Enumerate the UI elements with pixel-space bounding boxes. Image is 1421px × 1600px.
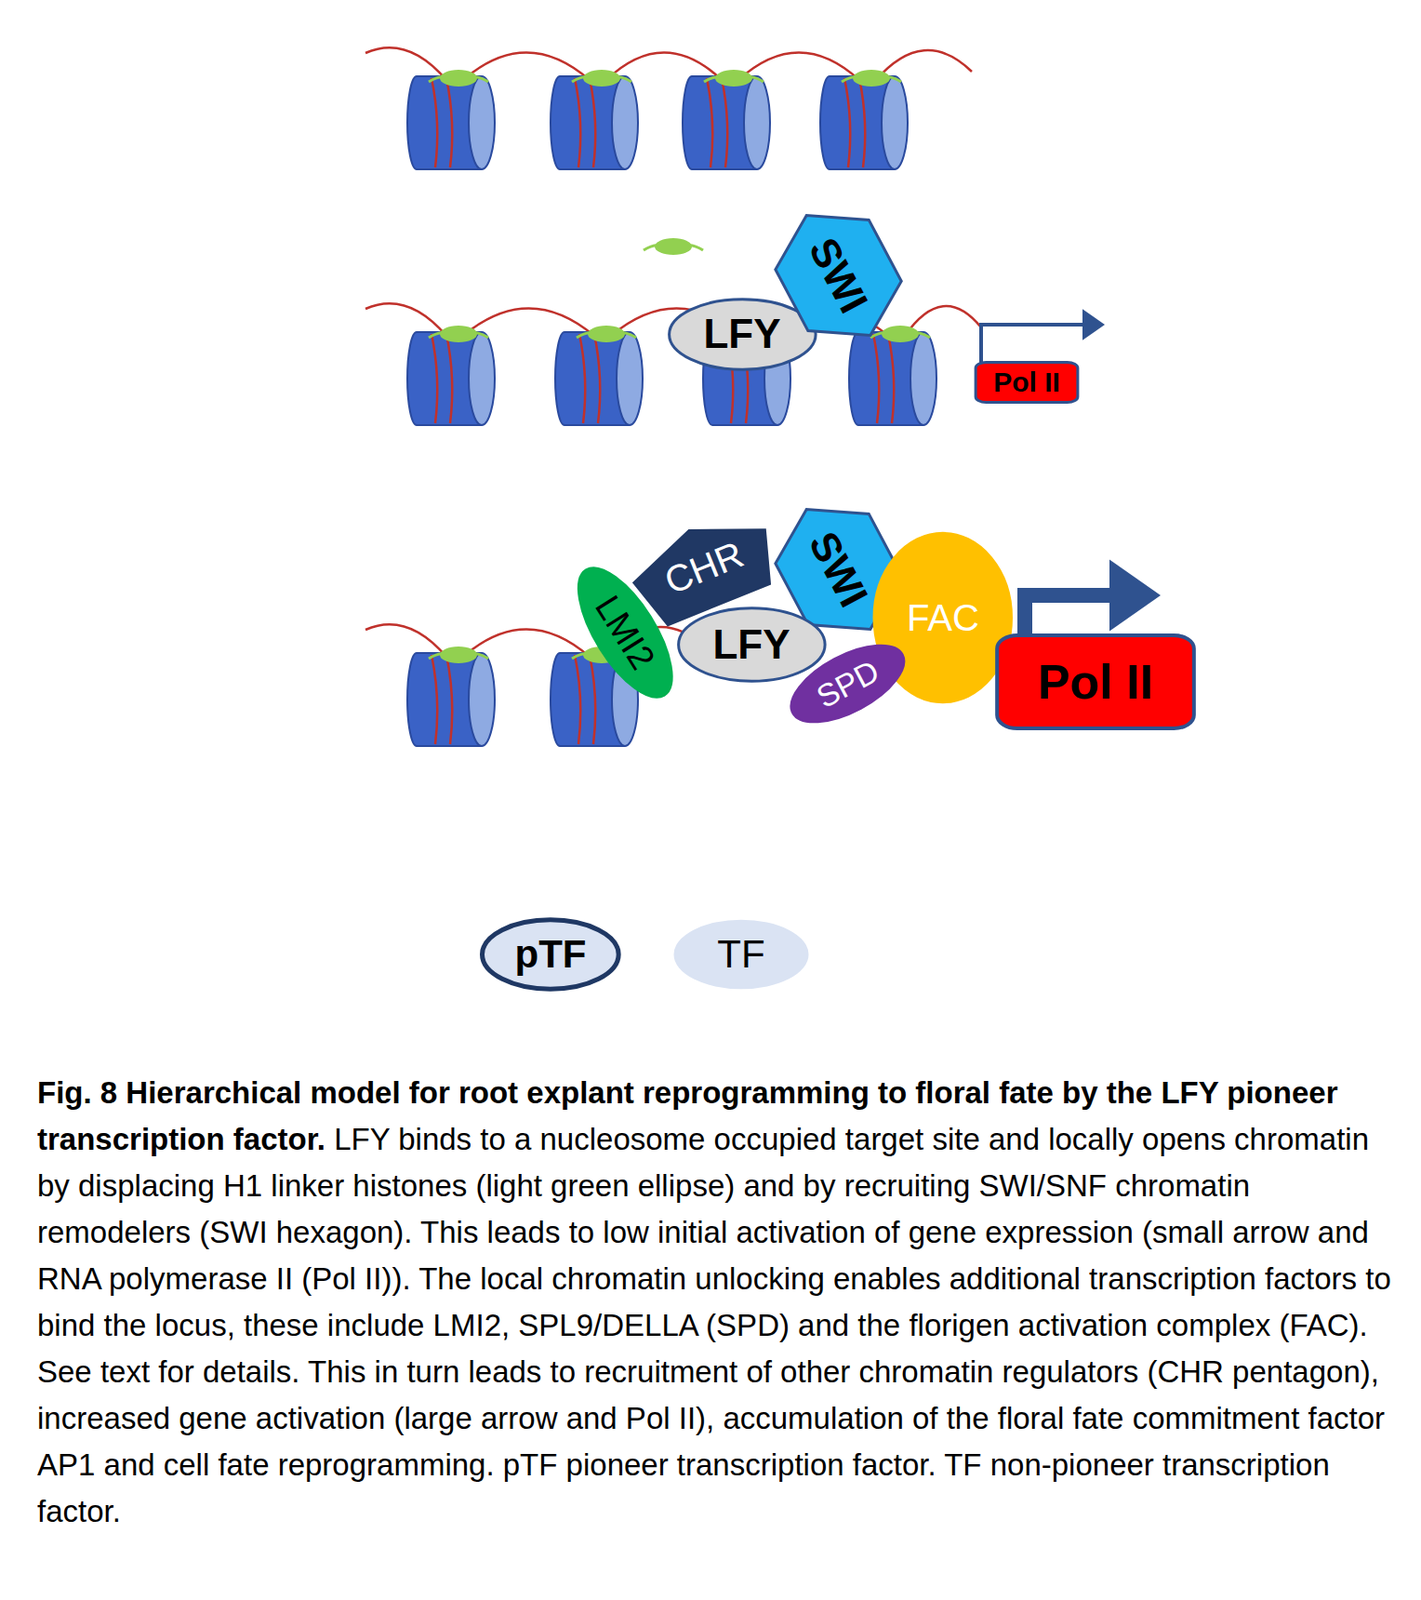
node-label: FAC: [906, 598, 980, 637]
node-label: LFY: [703, 313, 781, 355]
chromatin-illustration: [0, 0, 1421, 1023]
node-label: Pol II: [993, 368, 1061, 397]
h1-linker-histone: [703, 69, 764, 87]
polymerase-box: Pol II: [974, 361, 1079, 403]
h1-linker-histone: [576, 325, 637, 343]
caption-text: LFY binds to a nucleosome occupied targe…: [37, 1121, 1392, 1528]
node-label: Pol II: [1037, 657, 1154, 706]
node-label: LFY: [712, 624, 790, 665]
h1-linker-histone: [643, 238, 704, 255]
transcription-arrow: [1024, 559, 1161, 639]
h1-linker-histone: [428, 646, 489, 664]
nucleosome: [550, 76, 638, 170]
node-layer: LFYSWIPol IICHRSWILMI2LFYFACSPDPol IIpTF…: [0, 0, 1421, 1023]
h1-linker-histone: [428, 69, 489, 87]
polymerase-box: Pol II: [995, 634, 1196, 730]
nucleosome: [407, 76, 495, 170]
legend-tf-ellipse: TF: [672, 918, 811, 990]
legend-pioneer-ellipse: pTF: [480, 918, 621, 990]
node-label: TF: [717, 934, 765, 974]
chromatin-row: [365, 47, 972, 170]
nucleosome: [820, 76, 908, 170]
h1-linker-histone: [428, 325, 489, 343]
nucleosome: [407, 652, 495, 746]
nucleosome: [849, 332, 937, 425]
nucleosome: [407, 332, 495, 425]
h1-linker-histone: [870, 325, 930, 343]
figure-caption: Fig. 8 Hierarchical model for root expla…: [37, 1069, 1405, 1535]
transcription-arrow: [981, 308, 1105, 365]
node-label: pTF: [515, 934, 587, 974]
pioneer-tf-ellipse: LFY: [677, 607, 827, 682]
nucleosome: [555, 332, 643, 425]
h1-linker-histone: [571, 69, 632, 87]
pioneer-tf-ellipse: LFY: [667, 298, 818, 371]
nucleosome: [682, 76, 771, 170]
h1-linker-histone: [841, 69, 902, 87]
